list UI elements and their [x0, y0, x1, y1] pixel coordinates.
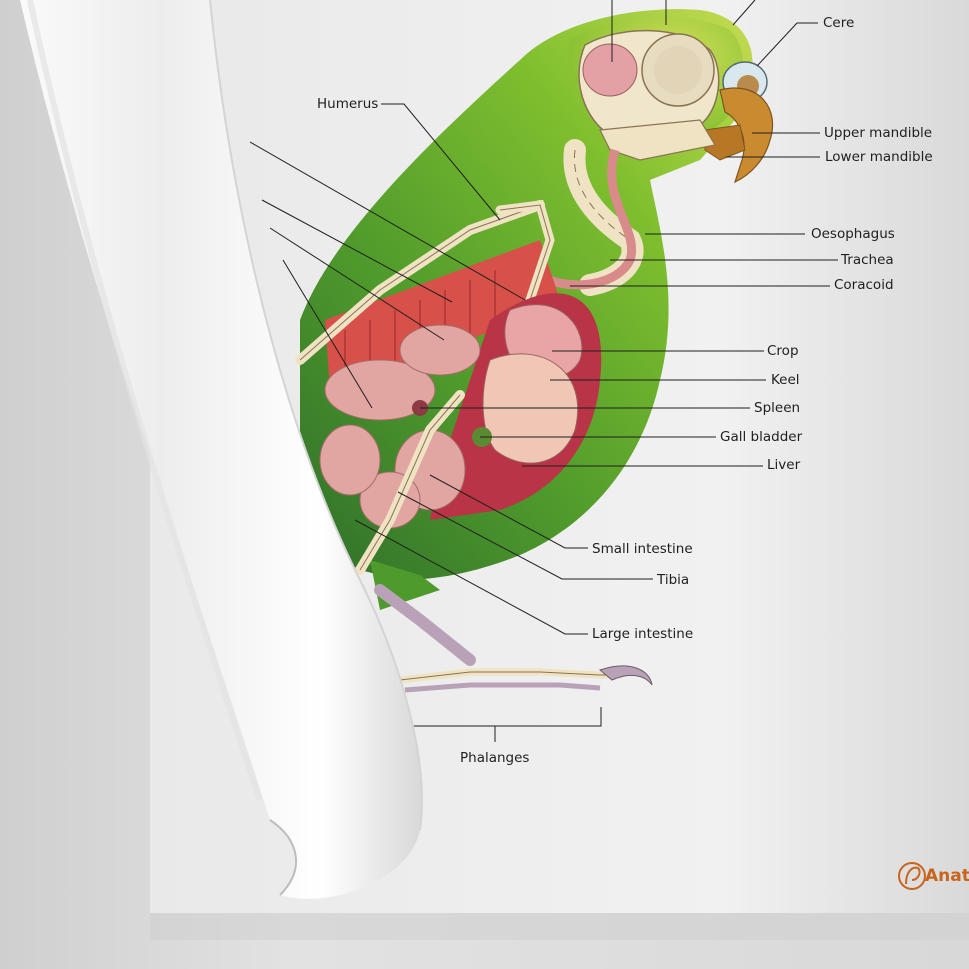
label-liver: Liver: [767, 457, 801, 473]
brand-name: Anat: [925, 866, 969, 886]
label-humerus: Humerus: [317, 96, 379, 112]
label-coracoid: Coracoid: [834, 277, 894, 293]
tarsus: [374, 584, 476, 666]
leader-lines: [249, 0, 838, 742]
label-crop: Crop: [767, 343, 799, 359]
label-spleen: Spleen: [754, 400, 801, 416]
brand-logo-icon: [898, 862, 926, 890]
label-large-intestine: Large intestine: [592, 626, 694, 642]
ribcage-muscle: [325, 240, 560, 390]
label-gall-bladder: Gall bladder: [720, 429, 803, 445]
label-upper-mandible: Upper mandible: [824, 125, 933, 141]
label-tibia: Tibia: [657, 572, 690, 588]
claw: [598, 665, 653, 686]
label-phalanges: Phalanges: [460, 750, 530, 766]
label-oesophagus: Oesophagus: [811, 226, 895, 242]
label-small-intestine: Small intestine: [592, 541, 693, 557]
label-cere: Cere: [823, 15, 855, 31]
brain: [582, 43, 638, 97]
label-keel: Keel: [771, 372, 800, 388]
label-trachea: Trachea: [841, 252, 894, 268]
label-lower-mandible: Lower mandible: [825, 149, 933, 165]
page-curl: [20, 0, 422, 899]
